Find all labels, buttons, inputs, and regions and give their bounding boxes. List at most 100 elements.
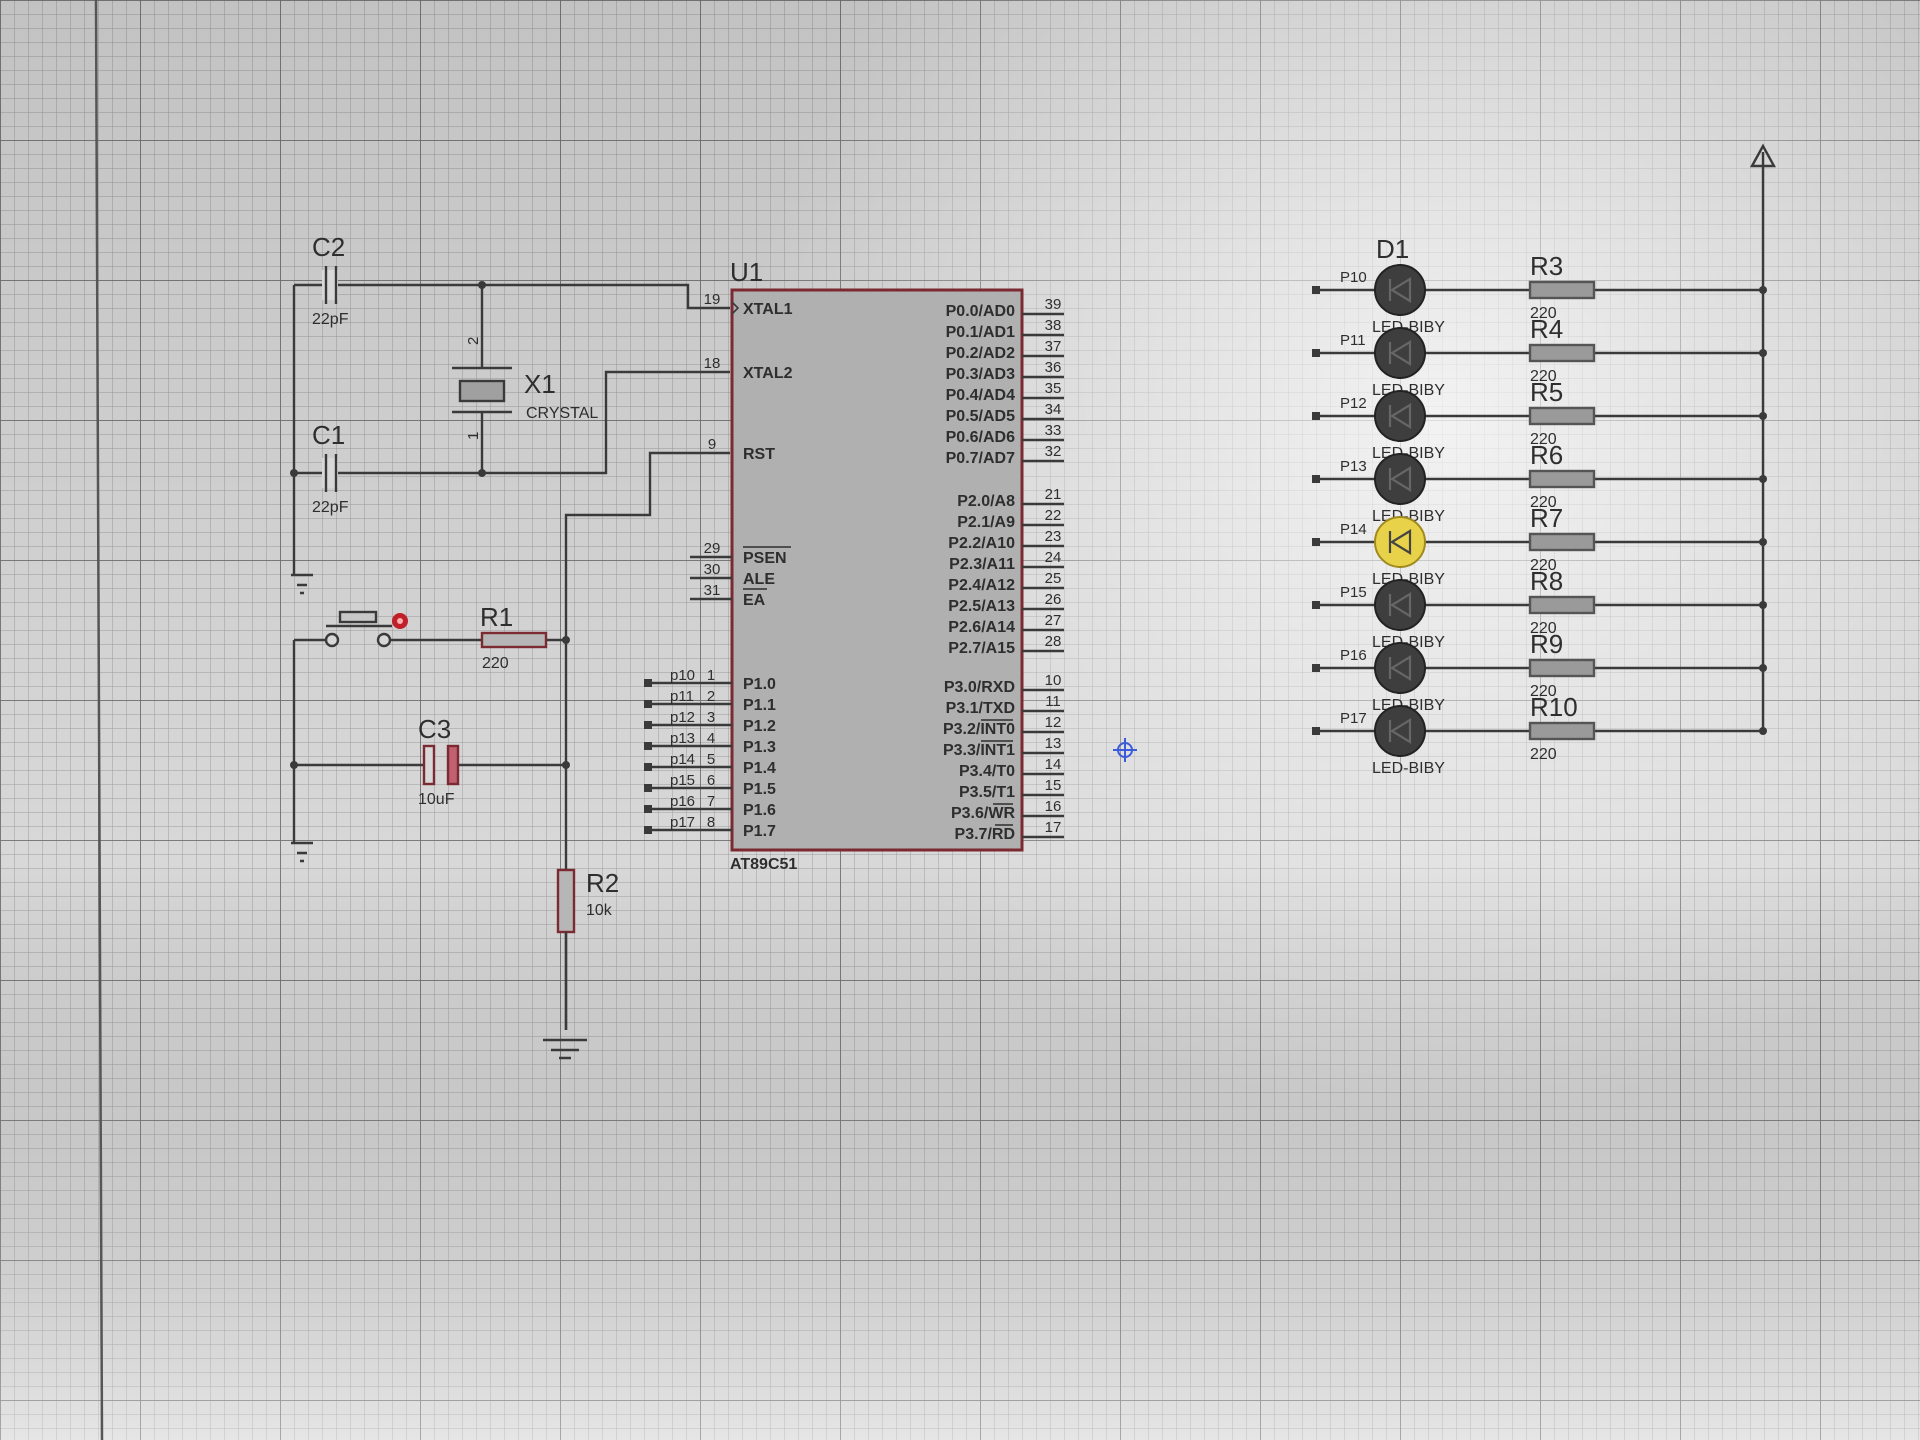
u1-pin-p3-2-int0[interactable]: P3.2/INT0 12 (943, 714, 1064, 738)
microcontroller-u1[interactable]: U1 AT89C51 19XTAL118XTAL29RST29PSEN30ALE… (644, 257, 1064, 873)
u1-pin-name: P2.1/A9 (957, 514, 1015, 531)
capacitor-c2[interactable]: C2 22pF (312, 232, 349, 328)
u1-pin-name: P0.6/AD6 (946, 429, 1015, 446)
reset-button[interactable] (324, 610, 408, 648)
led-bulb-off-icon (1374, 264, 1426, 316)
u1-pin-number: 1 (707, 667, 715, 684)
u1-pin-name: XTAL1 (743, 301, 793, 318)
led-net-label: P14 (1340, 521, 1367, 538)
u1-pin-name: P2.7/A15 (948, 640, 1015, 657)
led-bulb-off-icon (1374, 327, 1426, 379)
c2-ref: C2 (312, 232, 345, 262)
led-resistor (1528, 343, 1596, 363)
capacitor-c3[interactable]: C3 10uF (418, 714, 460, 808)
u1-pin-name: P3.2/INT0 (943, 721, 1015, 738)
u1-pin-number: 36 (1045, 359, 1062, 376)
oscillator-circuit: 2 1 X1 CRYSTAL C2 22pF C1 22pF (290, 232, 730, 595)
u1-pin-name: ALE (743, 571, 775, 588)
u1-pin-name: P0.1/AD1 (946, 324, 1015, 341)
u1-pin-number: 5 (707, 751, 715, 768)
u1-pin-number: 21 (1045, 486, 1062, 503)
led-net-label: P11 (1340, 332, 1366, 349)
x1-pin-bottom: 1 (465, 432, 482, 440)
u1-pin-p0-6-ad6[interactable]: P0.6/AD6 33 (946, 422, 1064, 446)
led-net-label: P10 (1340, 269, 1367, 286)
u1-pin-name: P1.5 (743, 781, 776, 798)
u1-pin-number: 24 (1045, 549, 1062, 566)
u1-pin-number: 7 (707, 793, 715, 810)
u1-pin-net-label: p12 (670, 709, 695, 726)
resistor-r2[interactable]: R2 10k (556, 868, 619, 1030)
c1-ref: C1 (312, 420, 345, 450)
capacitor-c1[interactable]: C1 22pF (312, 420, 349, 516)
u1-pin-net-label: p14 (670, 751, 695, 768)
u1-pin-number: 12 (1045, 714, 1062, 731)
led-resistor-value: 220 (1530, 494, 1557, 511)
led-resistor-value: 220 (1530, 683, 1557, 700)
u1-pin-number: 33 (1045, 422, 1062, 439)
led-resistor-ref: R6 (1530, 440, 1563, 470)
x1-value: CRYSTAL (526, 405, 598, 422)
led-resistor-value: 220 (1530, 368, 1557, 385)
led-resistor-ref: R4 (1530, 314, 1563, 344)
crystal-x1[interactable]: 2 1 X1 CRYSTAL (452, 337, 598, 440)
u1-pin-number: 2 (707, 688, 715, 705)
u1-pin-number: 19 (704, 291, 721, 308)
u1-pin-p2-0-a8[interactable]: P2.0/A8 21 (957, 486, 1064, 510)
u1-pin-name: P2.0/A8 (957, 493, 1015, 510)
u1-pin-net-label: p15 (670, 772, 695, 789)
led-resistor (1528, 469, 1596, 489)
u1-pin-number: 35 (1045, 380, 1062, 397)
u1-pin-name: RST (743, 446, 775, 463)
u1-pin-number: 29 (704, 540, 721, 557)
resistor-r1[interactable]: R1 220 (480, 602, 548, 672)
u1-pin-number: 10 (1045, 672, 1062, 689)
u1-pin-number: 9 (708, 436, 716, 453)
led-resistor (1528, 721, 1596, 741)
